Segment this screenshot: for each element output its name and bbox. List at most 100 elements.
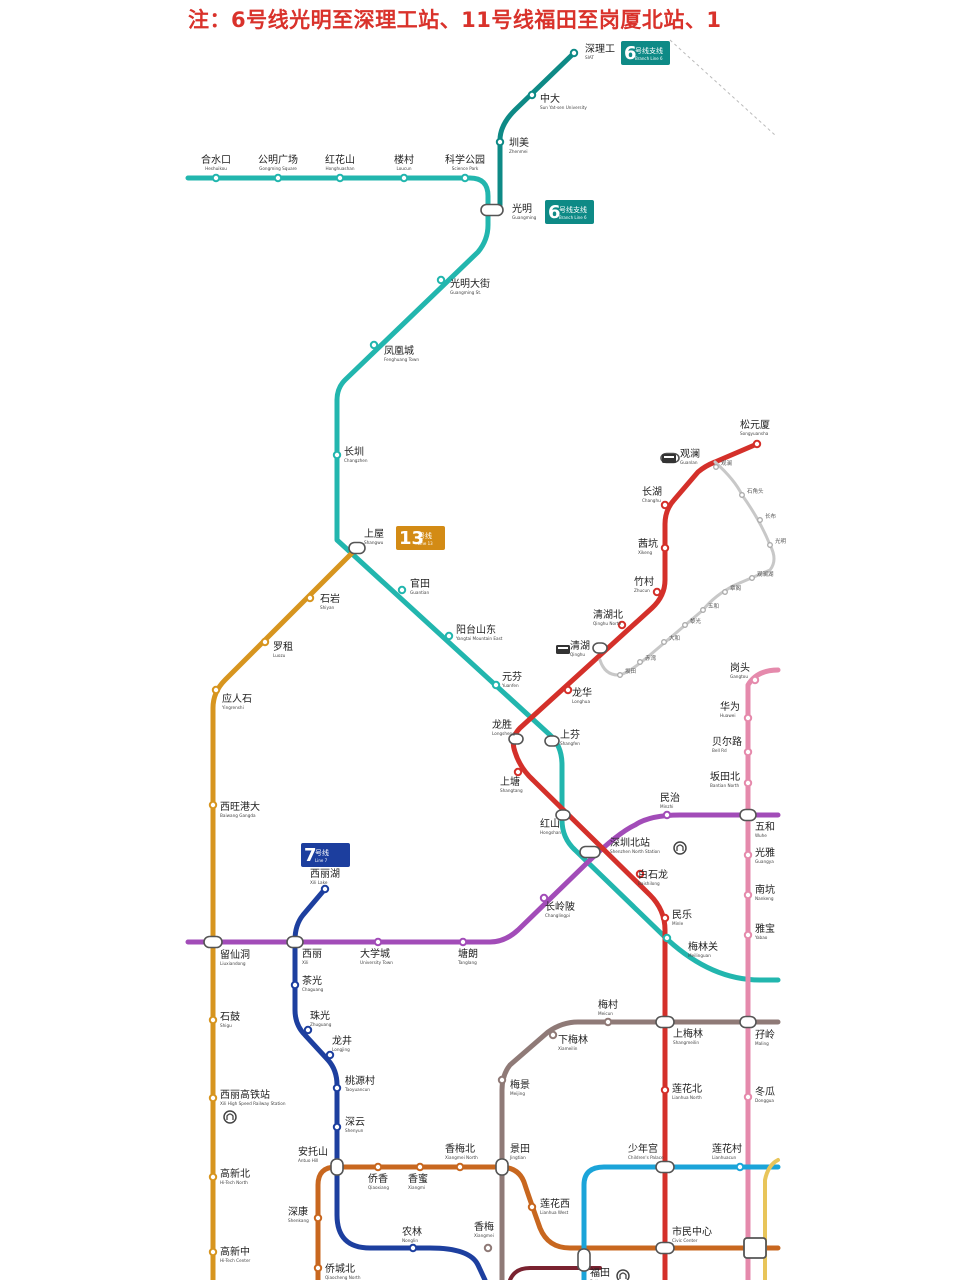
station-label-en: Jingtian <box>509 1155 526 1160</box>
transfer-futian[interactable]: 福田Futian <box>577 1248 610 1280</box>
station-label: 香梅 <box>474 1220 494 1233</box>
station-label: 深圳北站 <box>610 836 650 849</box>
station-label: 罗租 <box>273 640 293 653</box>
line-tag-label-en: Line 13 <box>418 541 433 546</box>
station-label-en: Chaguang <box>302 987 324 992</box>
station-label-en: Changlingpi <box>545 913 570 918</box>
station-label: 莲花村 <box>712 1142 742 1155</box>
gray-station-label: 光明 <box>775 537 787 545</box>
gray-station: 坂田 <box>617 667 636 678</box>
station-label-en: Baiwang Gangda <box>220 813 256 818</box>
station-label-en: Xikeng <box>638 550 653 555</box>
station-label-en: Longhua <box>572 699 590 704</box>
station-label: 侨城北 <box>325 1263 355 1275</box>
line6-path <box>185 175 781 983</box>
station-label: 民乐 <box>672 909 692 921</box>
station-label-en: Yangtai Mountain East <box>455 636 503 641</box>
station-label-en: Minle <box>672 921 684 926</box>
station-label: 龙华 <box>572 686 592 699</box>
station-label-en: Yingrenshi <box>221 705 244 710</box>
